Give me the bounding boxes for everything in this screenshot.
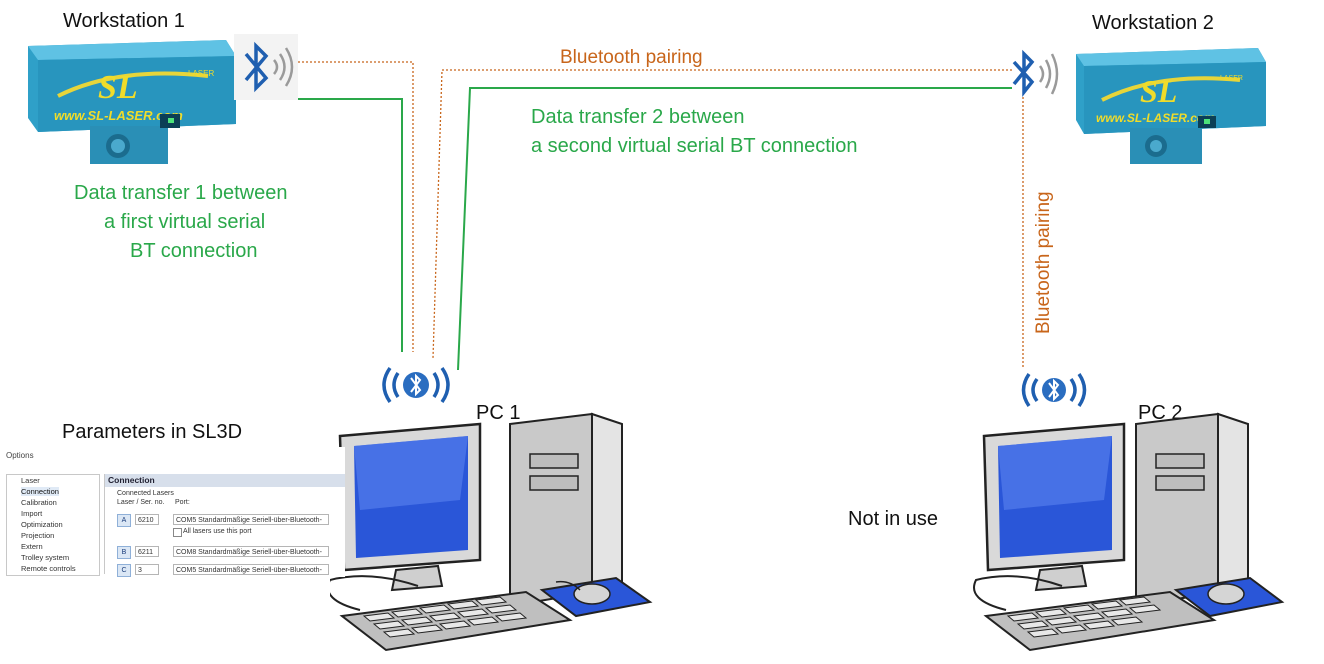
col-port: Port: <box>175 499 190 506</box>
pairing-label-top: Bluetooth pairing <box>560 47 703 68</box>
laser-c-chip[interactable]: C <box>117 564 131 577</box>
svg-text:LASER: LASER <box>188 69 214 78</box>
all-lasers-label: All lasers use this port <box>183 528 252 535</box>
tree-item-import[interactable]: Import <box>21 509 43 518</box>
workstation2-title: Workstation 2 <box>1092 12 1214 34</box>
transfer2-line1: Data transfer 2 between <box>531 106 745 128</box>
svg-text:SL: SL <box>1140 73 1177 109</box>
workstation1-device: SL LASER www.SL-LASER.com <box>28 40 236 164</box>
laser-c-port[interactable]: COM5 Standardmäßige Seriell-über-Bluetoo… <box>173 564 329 575</box>
data-line-1 <box>298 98 403 352</box>
params-title: Parameters in SL3D <box>62 421 243 443</box>
tree-item-optimization[interactable]: Optimization <box>21 520 63 529</box>
pairing-line-ws2 <box>432 69 1012 359</box>
col-laser: Laser / Ser. no. <box>117 499 165 506</box>
bluetooth-signal-icon-pc2 <box>1021 373 1087 407</box>
all-lasers-checkbox[interactable] <box>173 528 182 537</box>
laser-a-serial[interactable]: 6210 <box>135 514 159 525</box>
transfer1-line2: a first virtual serial <box>104 211 266 233</box>
panel-title: Connection <box>105 474 345 487</box>
svg-text:LASER: LASER <box>1220 75 1243 82</box>
pc2-note: Not in use <box>848 508 939 530</box>
pairing-line-ws1 <box>298 61 414 352</box>
workstation2-device: SL LASER www.SL-LASER.com <box>1076 48 1266 164</box>
svg-text:SL: SL <box>98 69 138 106</box>
pairing-label-right: Bluetooth pairing <box>1033 191 1054 334</box>
tree-item-remote[interactable]: Remote controls <box>21 564 76 573</box>
group-label: Connected Lasers <box>117 490 174 497</box>
computer-icon <box>330 412 653 652</box>
options-dialog: Options Laser Connection Calibration Imp… <box>0 447 345 577</box>
bluetooth-icon-ws2 <box>1012 49 1059 97</box>
laser-b-serial[interactable]: 6211 <box>135 546 159 557</box>
transfer1-line3: BT connection <box>130 240 258 262</box>
options-tree: Laser Connection Calibration Import Opti… <box>6 474 100 576</box>
tree-item-laser[interactable]: Laser <box>21 476 40 485</box>
workstation1-title: Workstation 1 <box>63 10 185 32</box>
laser-c-serial[interactable]: 3 <box>135 564 159 575</box>
tree-item-calibration[interactable]: Calibration <box>21 498 57 507</box>
svg-text:www.SL-LASER.com: www.SL-LASER.com <box>1096 111 1215 125</box>
bluetooth-signal-icon <box>382 366 450 404</box>
tree-item-projection[interactable]: Projection <box>21 531 55 540</box>
laser-b-chip[interactable]: B <box>117 546 131 559</box>
laser-a-port[interactable]: COM5 Standardmäßige Seriell-über-Bluetoo… <box>173 514 329 525</box>
transfer2-line2: a second virtual serial BT connection <box>531 135 858 157</box>
computer-icon-pc2 <box>973 412 1285 652</box>
connection-panel: Connection Connected Lasers Laser / Ser.… <box>104 474 345 577</box>
tree-item-connection[interactable]: Connection <box>21 487 59 496</box>
pc2-label: PC 2 <box>1138 402 1183 424</box>
svg-text:www.SL-LASER.com: www.SL-LASER.com <box>54 108 183 123</box>
options-title: Options <box>6 451 34 460</box>
data-line-2 <box>457 87 1012 371</box>
pc1-label: PC 1 <box>476 402 521 424</box>
bluetooth-icon <box>234 34 298 100</box>
tree-item-trolley[interactable]: Trolley system <box>21 553 70 562</box>
transfer1-line1: Data transfer 1 between <box>74 182 288 204</box>
tree-item-extern[interactable]: Extern <box>21 542 43 551</box>
laser-a-chip[interactable]: A <box>117 514 131 527</box>
laser-b-port[interactable]: COM8 Standardmäßige Seriell-über-Bluetoo… <box>173 546 329 557</box>
